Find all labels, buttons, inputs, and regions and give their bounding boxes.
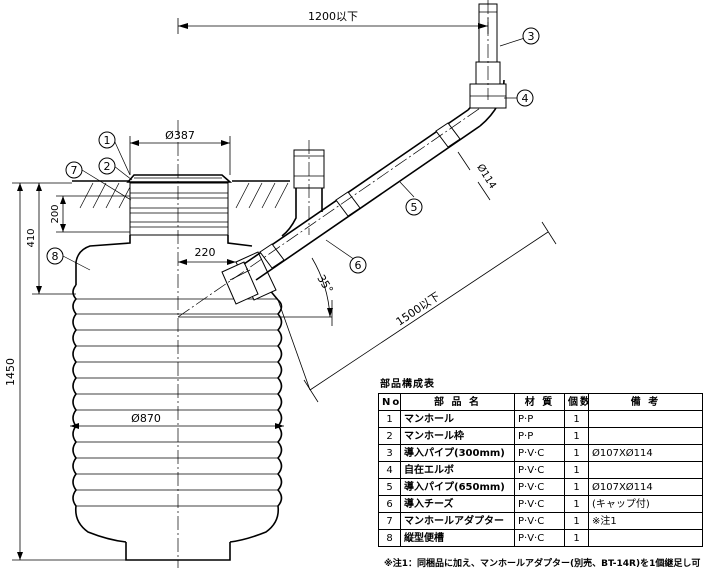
manhole-cover: [126, 174, 233, 183]
row-note: Ø107XØ114: [588, 478, 703, 496]
callout-6: 6: [349, 256, 367, 274]
tank-body: [72, 235, 283, 561]
manhole-adapter: [129, 182, 229, 236]
dim-angle: 35°: [314, 272, 335, 295]
row-note: [588, 410, 703, 428]
dim-manhole-diameter: Ø387: [165, 129, 195, 142]
parts-table: No. 部 品 名 材 質 個数 備 考 1 マンホール P·P 1 2 マンホ…: [378, 393, 703, 547]
row-note: (キャップ付): [588, 495, 703, 513]
callout-2: 2: [98, 157, 116, 175]
table-row: 6 導入チーズ P·V·C 1 (キャップ付): [378, 495, 703, 513]
svg-text:2: 2: [104, 160, 111, 173]
row-name: 導入パイプ(650mm): [400, 478, 515, 496]
callout-5: 5: [405, 198, 423, 216]
inclined-pipe: [177, 103, 487, 318]
dim-pipe-diameter: Ø114: [474, 162, 498, 191]
svg-text:6: 6: [355, 259, 362, 272]
parts-table-header: No. 部 品 名 材 質 個数 備 考: [378, 393, 703, 411]
parts-list: 部品構成表 No. 部 品 名 材 質 個数 備 考 1 マンホール P·P 1: [378, 375, 703, 547]
row-material: P·V·C: [514, 444, 565, 462]
row-qty: 1: [564, 478, 589, 496]
table-row: 4 自在エルボ P·V·C 1: [378, 461, 703, 479]
header-note: 備 考: [588, 393, 703, 411]
inlet-socket: [221, 251, 277, 305]
callout-1: 1: [98, 131, 116, 149]
row-qty: 1: [564, 529, 589, 547]
svg-text:8: 8: [52, 250, 59, 263]
dim-pipe-length-limit: 1500以下: [394, 290, 443, 329]
row-qty: 1: [564, 512, 589, 530]
row-note: ※注1: [588, 512, 703, 530]
row-no: 8: [378, 529, 401, 547]
row-qty: 1: [564, 495, 589, 513]
elbow-and-riser: [467, 0, 507, 127]
footnote: ※注1：同梱品に加え、マンホールアダプター(別売、BT-14R)を1個継足し可: [384, 559, 701, 569]
row-name: マンホール: [400, 410, 515, 428]
dim-depth-200: 200: [50, 204, 61, 223]
row-material: P·V·C: [514, 495, 565, 513]
ground-surface: [72, 180, 290, 209]
table-row: 1 マンホール P·P 1: [378, 410, 703, 428]
table-row: 2 マンホール枠 P·P 1: [378, 427, 703, 445]
dim-depth-410: 410: [26, 228, 37, 247]
callout-4: 4: [516, 89, 534, 107]
table-row: 3 導入パイプ(300mm) P·V·C 1 Ø107XØ114: [378, 444, 703, 462]
row-name: 導入チーズ: [400, 495, 515, 513]
header-material: 材 質: [514, 393, 565, 411]
dim-offset-220: 220: [195, 246, 216, 259]
svg-text:4: 4: [522, 92, 529, 105]
row-qty: 1: [564, 427, 589, 445]
dim-distance-limit: 1200以下: [308, 10, 358, 23]
inlet-tee: [281, 140, 325, 237]
callout-3: 3: [522, 27, 540, 45]
row-name: 自在エルボ: [400, 461, 515, 479]
row-material: P·P: [514, 427, 565, 445]
callout-7: 7: [65, 161, 83, 179]
callout-8: 8: [46, 247, 64, 265]
header-name: 部 品 名: [400, 393, 515, 411]
row-material: P·P: [514, 410, 565, 428]
parts-list-title: 部品構成表: [380, 379, 435, 390]
header-qty: 個数: [564, 393, 589, 411]
row-note: [588, 427, 703, 445]
dimension-lines: [12, 18, 557, 561]
callouts: 1 2 3 4 5 6 7 8: [46, 27, 540, 274]
row-no: 4: [378, 461, 401, 479]
row-name: マンホール枠: [400, 427, 515, 445]
table-row: 7 マンホールアダプター P·V·C 1 ※注1: [378, 512, 703, 530]
row-qty: 1: [564, 410, 589, 428]
row-note: [588, 529, 703, 547]
row-note: Ø107XØ114: [588, 444, 703, 462]
row-name: マンホールアダプター: [400, 512, 515, 530]
row-no: 2: [378, 427, 401, 445]
row-no: 3: [378, 444, 401, 462]
row-material: P·V·C: [514, 461, 565, 479]
row-qty: 1: [564, 444, 589, 462]
table-row: 8 縦型便槽 P·V·C 1: [378, 529, 703, 547]
row-note: [588, 461, 703, 479]
svg-text:7: 7: [71, 164, 78, 177]
svg-text:1: 1: [104, 134, 111, 147]
row-material: P·V·C: [514, 512, 565, 530]
row-name: 縦型便槽: [400, 529, 515, 547]
dim-tank-diameter: Ø870: [131, 412, 161, 425]
table-row: 5 導入パイプ(650mm) P·V·C 1 Ø107XØ114: [378, 478, 703, 496]
svg-text:3: 3: [528, 30, 535, 43]
row-qty: 1: [564, 461, 589, 479]
row-no: 5: [378, 478, 401, 496]
row-material: P·V·C: [514, 529, 565, 547]
row-material: P·V·C: [514, 478, 565, 496]
row-name: 導入パイプ(300mm): [400, 444, 515, 462]
row-no: 6: [378, 495, 401, 513]
dim-total-height: 1450: [4, 358, 17, 386]
svg-text:5: 5: [411, 201, 418, 214]
header-no: No.: [378, 393, 401, 411]
row-no: 7: [378, 512, 401, 530]
row-no: 1: [378, 410, 401, 428]
